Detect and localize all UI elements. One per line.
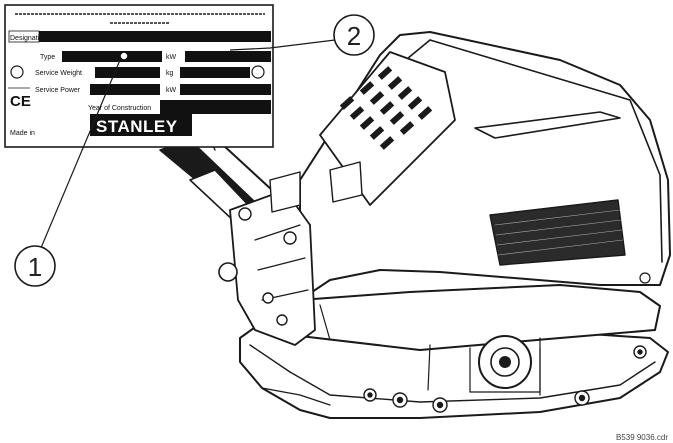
field-type-label: Type [40,54,55,61]
callout-2-number: 2 [347,21,361,51]
bracket-knob [218,262,238,282]
callout-1-number: 1 [28,252,42,282]
exciter-housing [299,284,661,351]
callout-1: 1 [14,245,56,287]
callout-lines [37,39,336,256]
figure-code: B539 9036.cdr [616,433,668,442]
field-year-label: Year of Construction [88,105,151,112]
nameplate: Designation Type kW Service Weight kg Se… [4,4,274,148]
field-serial-label: Service Weight [35,70,82,77]
ce-mark: CE [10,93,31,110]
field-kg-label: kg [166,70,174,77]
field-madein-label: Made in [10,130,35,137]
field-power-label: Service Power [35,87,81,94]
side-slot [474,111,621,139]
front-grille [339,66,433,150]
side-grille [489,199,626,266]
field-designation-label: Designation [10,35,47,42]
callout-2: 2 [333,14,375,56]
plate-compactor [149,31,671,419]
base-bolts [363,345,647,413]
field-kw-label: kW [166,54,177,61]
brand-logo: STANLEY [96,117,178,136]
field-kw2-label: kW [166,87,177,94]
